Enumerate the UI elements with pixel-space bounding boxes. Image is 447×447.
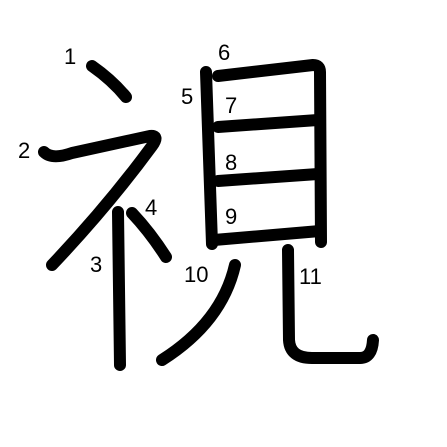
stroke-2 [38,129,162,271]
stroke-number-11: 11 [299,264,322,289]
stroke-number-8: 8 [225,150,237,175]
stroke-number-1: 1 [64,44,76,69]
stroke-number-2: 2 [18,138,30,163]
stroke-4 [126,207,172,263]
stroke-1 [86,60,132,103]
stroke-number-4: 4 [145,195,157,220]
stroke-number-6: 6 [218,40,230,65]
stroke-6 [212,59,327,248]
stroke-10 [156,259,241,366]
stroke-number-10: 10 [184,262,208,287]
stroke-3 [112,206,126,371]
stroke-9 [208,225,326,246]
stroke-number-7: 7 [225,93,237,118]
stroke-11 [282,244,379,364]
stroke-number-5: 5 [181,84,193,109]
stroke-8 [212,168,324,187]
stroke-5 [200,66,218,250]
stroke-number-9: 9 [225,204,237,229]
stroke-7 [212,114,324,133]
stroke-number-3: 3 [90,252,102,277]
